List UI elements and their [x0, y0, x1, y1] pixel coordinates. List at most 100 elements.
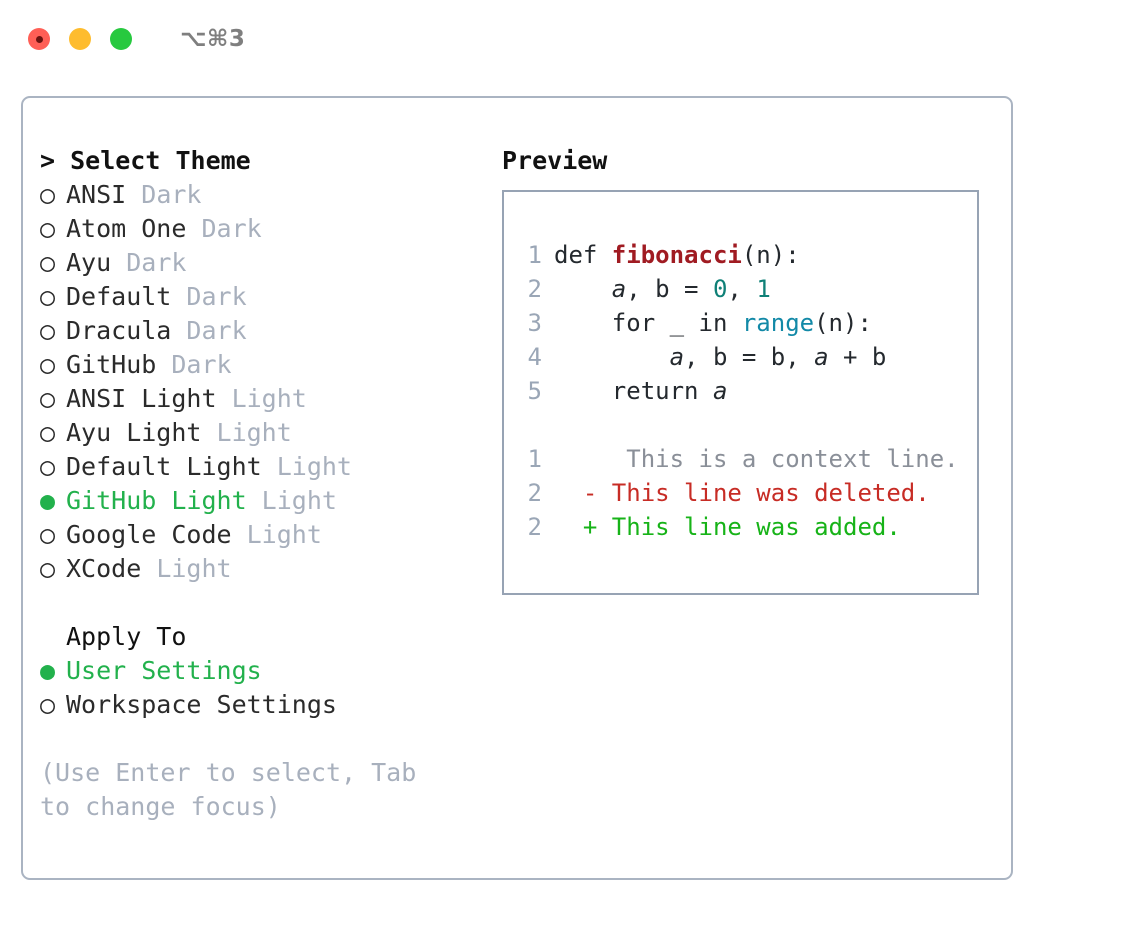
diff-line-ctx: 1 This is a context line.: [520, 442, 977, 476]
theme-option-label: Ayu Light: [66, 418, 217, 447]
theme-variant-tag: Light: [261, 486, 337, 515]
code-token: (n):: [741, 241, 800, 269]
apply-to-option-label: Workspace Settings: [66, 690, 337, 719]
theme-variant-tag: Light: [156, 554, 232, 583]
theme-option-default-light[interactable]: ○Default Light Light: [40, 450, 488, 484]
radio-unselected-icon: ○: [40, 384, 56, 413]
code-token: def: [554, 241, 612, 269]
theme-option-atom-one[interactable]: ○ Atom One Dark: [40, 212, 488, 246]
code-token: + b: [828, 343, 887, 371]
line-number: 2: [527, 513, 542, 541]
maximize-button[interactable]: [110, 28, 132, 50]
select-theme-heading: > Select Theme: [40, 146, 251, 175]
diff-marker: [554, 445, 597, 473]
theme-option-github-light[interactable]: ● GitHub Light Light: [40, 484, 488, 518]
code-token: [554, 275, 612, 303]
code-token: for _ in: [554, 309, 742, 337]
theme-variant-tag: Light: [231, 384, 307, 413]
code-token: a: [814, 343, 829, 371]
theme-option-label: ANSI Light: [66, 384, 232, 413]
close-button[interactable]: [28, 28, 50, 50]
preview-heading: Preview: [502, 146, 608, 175]
keyboard-hint-text: (Use Enter to select, Tab to change focu…: [40, 758, 417, 821]
theme-option-label: GitHub Light: [66, 486, 262, 515]
diff-text: This is a context line.: [597, 445, 959, 473]
code-token: fibonacci: [611, 241, 742, 269]
apply-to-list: ●User Settings○ Workspace Settings: [40, 654, 488, 722]
line-number: 5: [527, 377, 542, 405]
code-token: 1: [756, 275, 771, 303]
diff-marker: -: [554, 479, 598, 507]
title-bar: ⌥⌘3: [0, 0, 1140, 78]
minimize-button[interactable]: [69, 28, 91, 50]
code-token: =: [669, 275, 713, 303]
code-line: 5 return a: [520, 374, 977, 408]
radio-unselected-icon: ○: [40, 248, 56, 277]
radio-unselected-icon: ○: [40, 554, 56, 583]
diff-line-add: 2 + This line was added.: [520, 510, 977, 544]
main-panel: > Select Theme ○ANSI Dark○Atom One Dark○…: [21, 96, 1013, 880]
code-token: , b = b,: [684, 343, 815, 371]
line-number: 4: [527, 343, 542, 371]
theme-picker-column: > Select Theme ○ANSI Dark○Atom One Dark○…: [23, 144, 488, 824]
radio-unselected-icon: ○: [40, 214, 56, 243]
radio-unselected-icon: ○: [40, 350, 56, 379]
apply-to-heading: Apply To: [66, 622, 187, 651]
theme-list: ○ANSI Dark○Atom One Dark○Ayu Dark○Defaul…: [40, 178, 488, 586]
theme-option-label: Google Code: [66, 520, 247, 549]
theme-option-ayu-light[interactable]: ○Ayu Light Light: [40, 416, 488, 450]
traffic-lights: [28, 28, 132, 50]
line-number: 2: [527, 275, 542, 303]
theme-variant-tag: Dark: [141, 180, 202, 209]
code-line: 4 a, b = b, a + b: [520, 340, 977, 374]
apply-to-option-label: User Settings: [66, 656, 262, 685]
theme-variant-tag: Light: [246, 520, 322, 549]
theme-option-google-code[interactable]: ○Google Code Light: [40, 518, 488, 552]
radio-unselected-icon: ○: [40, 316, 56, 345]
theme-option-ansi[interactable]: ○ ANSI Dark: [40, 178, 488, 212]
theme-option-label: XCode: [66, 554, 157, 583]
theme-option-ayu[interactable]: ○ Ayu Dark: [40, 246, 488, 280]
code-token: return: [554, 377, 713, 405]
line-number: 1: [527, 445, 542, 473]
diff-text: This line was added.: [597, 513, 901, 541]
theme-option-default[interactable]: ○Default Dark: [40, 280, 488, 314]
theme-option-dracula[interactable]: ○ Dracula Dark: [40, 314, 488, 348]
theme-option-label: GitHub: [66, 350, 172, 379]
code-token: [554, 343, 670, 371]
theme-option-label: ANSI: [66, 180, 142, 209]
theme-variant-tag: Dark: [126, 248, 187, 277]
code-line: 2 a, b = 0, 1: [520, 272, 977, 306]
radio-unselected-icon: ○: [40, 282, 56, 311]
theme-variant-tag: Dark: [186, 316, 247, 345]
line-number: 2: [527, 479, 542, 507]
diff-line-del: 2 - This line was deleted.: [520, 476, 977, 510]
theme-option-label: Dracula: [66, 316, 187, 345]
code-token: 0: [712, 275, 728, 303]
keyboard-shortcut-label: ⌥⌘3: [180, 26, 246, 52]
apply-to-option-workspace-settings[interactable]: ○ Workspace Settings: [40, 688, 488, 722]
theme-variant-tag: Dark: [201, 214, 262, 243]
theme-option-ansi-light[interactable]: ○ ANSI Light Light: [40, 382, 488, 416]
theme-option-xcode[interactable]: ○ XCode Light: [40, 552, 488, 586]
spacer: [40, 586, 488, 620]
theme-option-label: Atom One: [66, 214, 202, 243]
theme-option-label: Default Light: [66, 452, 277, 481]
line-number: 3: [527, 309, 542, 337]
theme-option-github[interactable]: ○ GitHub Dark: [40, 348, 488, 382]
theme-option-label: Ayu: [66, 248, 127, 277]
apply-to-option-user-settings[interactable]: ●User Settings: [40, 654, 488, 688]
code-line: 3 for _ in range(n):: [520, 306, 977, 340]
code-token: ,: [626, 275, 656, 303]
radio-selected-icon: ●: [40, 486, 56, 515]
theme-variant-tag: Light: [216, 418, 292, 447]
code-token: a: [611, 275, 627, 303]
radio-unselected-icon: ○: [40, 180, 56, 209]
radio-unselected-icon: ○: [40, 690, 56, 719]
theme-variant-tag: Dark: [171, 350, 232, 379]
line-number: 1: [527, 241, 542, 269]
